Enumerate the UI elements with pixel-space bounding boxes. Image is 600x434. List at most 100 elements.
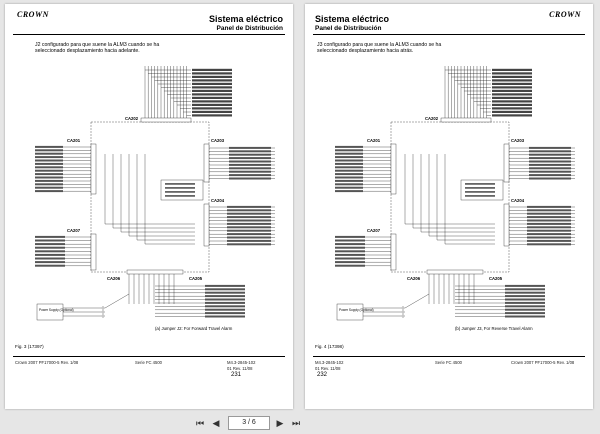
wire-label (205, 284, 245, 287)
wire-label (229, 157, 271, 160)
wire-label (227, 236, 271, 239)
connector-block (390, 143, 397, 195)
wire-label (227, 229, 271, 232)
next-page-icon[interactable]: ▶ (276, 418, 284, 428)
wire-label (227, 233, 271, 236)
wire (112, 154, 195, 229)
wire-label (505, 291, 545, 294)
footer-doc: M4.3-2845-102 (315, 360, 344, 365)
wire-label (192, 110, 232, 113)
wire-label (229, 153, 271, 156)
footer-doc: M4.3-2845-102 (227, 360, 256, 365)
wire-label (229, 146, 271, 149)
wire-label (192, 103, 232, 106)
wire-label (35, 183, 63, 186)
wire-label (527, 243, 571, 246)
wire-label (335, 173, 363, 176)
connector-label: CA203 (211, 138, 225, 143)
wire-label (492, 103, 532, 106)
wire-label (335, 186, 363, 189)
connector-block (203, 143, 210, 183)
wire-label (192, 100, 232, 103)
wire-label (335, 257, 365, 260)
connector-label: CA202 (125, 116, 139, 121)
last-page-icon[interactable]: ⏭ (291, 418, 301, 428)
wire-label (529, 167, 571, 170)
power-supply-label: Power Supply (Optional) (39, 308, 74, 312)
wire-label (335, 145, 363, 148)
connector-label: CA201 (367, 138, 381, 143)
wire-label (165, 191, 195, 193)
footer-rev: 01 Rev. 11/08 (315, 366, 341, 371)
wire (128, 154, 195, 237)
wire-label (229, 163, 271, 166)
wire-label (527, 233, 571, 236)
wire-label (35, 149, 63, 152)
wire-label (192, 93, 232, 96)
prev-page-icon[interactable]: ◀ (212, 418, 220, 428)
wire-label (335, 253, 365, 256)
connector-label: CA207 (367, 228, 381, 233)
wire (144, 154, 195, 245)
wire-label (492, 110, 532, 113)
wire-label (527, 222, 571, 225)
wire-label (492, 86, 532, 89)
wire-label (335, 190, 363, 193)
page-indicator[interactable]: 3 / 6 (228, 416, 270, 430)
wire-label (35, 169, 63, 172)
wire-label (227, 226, 271, 229)
wire-label (505, 295, 545, 298)
wire-label (529, 163, 571, 166)
power-supply-box (336, 303, 364, 321)
wire-label (505, 284, 545, 287)
terminal (401, 310, 405, 314)
wire-label (35, 235, 65, 238)
wire-label (492, 72, 532, 75)
figure-number: Fig. 4 (17398) (315, 344, 344, 349)
wire-label (227, 222, 271, 225)
wire-label (205, 312, 245, 315)
wire-label (527, 219, 571, 222)
wire (104, 154, 195, 225)
page-number: 231 (231, 372, 242, 378)
wire-label (335, 235, 365, 238)
connector-label: CA206 (407, 276, 421, 281)
connector-label: CA206 (107, 276, 121, 281)
first-page-icon[interactable]: ⏮ (195, 418, 205, 428)
wire-label (205, 305, 245, 308)
terminal (401, 314, 405, 318)
wire-label (492, 89, 532, 92)
connector-block (440, 117, 492, 123)
terminal (401, 306, 405, 310)
pdf-navigation-bar: ⏮ ◀ 3 / 6 ▶ ⏭ (0, 412, 600, 434)
figure-number: Fig. 3 (17397) (15, 344, 44, 349)
connector-block (426, 269, 484, 275)
wire-label (227, 205, 271, 208)
connector-block (503, 143, 510, 183)
wire-label (192, 96, 232, 99)
wire-label (192, 79, 232, 82)
wire-label (229, 174, 271, 177)
wire-label (205, 291, 245, 294)
wire-label (35, 239, 65, 242)
wire-label (492, 107, 532, 110)
wire-label (529, 170, 571, 173)
wire (404, 154, 495, 225)
wire-label (529, 174, 571, 177)
wire-label (335, 162, 363, 165)
footer-rev: 01 Rev. 11/08 (227, 366, 253, 371)
wire-label (505, 301, 545, 304)
connector-block (390, 233, 397, 271)
connector-block (140, 117, 192, 123)
header-rule (313, 34, 585, 35)
wire (412, 154, 495, 229)
left-page: CROWN Sistema eléctrico Panel de Distrib… (5, 4, 293, 409)
right-page: Sistema eléctrico Panel de Distribución … (305, 4, 593, 409)
wire-label (335, 239, 365, 242)
wire-label (35, 176, 63, 179)
power-supply-box (36, 303, 64, 321)
intro-text: J3 configurado para que suene la ALM3 cu… (317, 42, 442, 55)
wire-label (229, 150, 271, 153)
